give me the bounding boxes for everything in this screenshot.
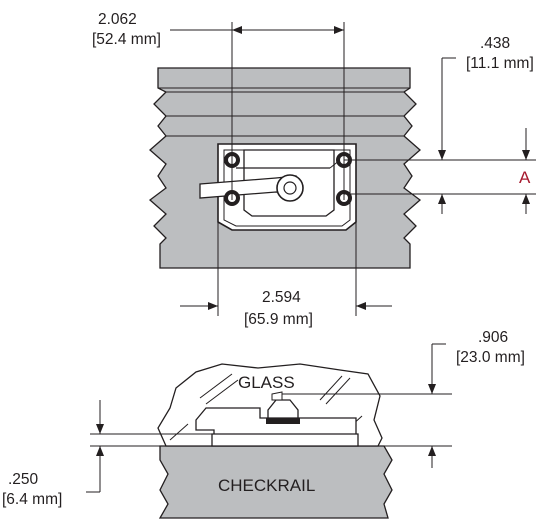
lever-pivot-inner [283,181,297,195]
dim-letter-a: A [519,168,531,187]
arrowhead [438,194,446,204]
lock-housing-inner [223,149,351,227]
dim-base-mm: [65.9 mm] [244,311,313,328]
glass-reflection [325,377,351,405]
lock-knob-nut [266,418,300,424]
dim-width-mm: [52.4 mm] [92,31,161,48]
glass-reflection [205,379,239,405]
dim-height-mm: [23.0 mm] [456,349,525,366]
dim-offset-inches: .438 [480,35,510,52]
glass-reflection [319,375,343,401]
lock-knob-cap [271,391,283,401]
arrowhead [334,26,344,34]
checkrail-label: CHECKRAIL [218,476,315,495]
arrowhead [522,150,530,160]
glass-reflection [169,423,189,441]
dim-step-mm: [6.4 mm] [2,491,62,508]
dim-step-inches: .250 [8,471,39,488]
arrowhead [208,302,218,310]
arrowhead [428,384,436,394]
arrowhead [428,446,436,456]
arrowhead [438,150,446,160]
arrowhead [96,424,104,434]
glass-reflection [199,373,233,399]
arrowhead [356,302,366,310]
side-view: CHECKRAIL GLASS .906 [23.0 mm] [2,329,525,519]
lock-side-base [211,433,359,447]
arrowhead [96,446,104,456]
dim-width-inches: 2.062 [98,11,137,28]
checkrail [158,445,393,519]
dim-offset-mm: [11.1 mm] [466,55,534,72]
arrowhead [232,26,242,34]
dim-height-inches: .906 [478,329,508,346]
dim-base-inches: 2.594 [262,289,301,306]
top-view: 2.062 [52.4 mm] .438 [11.1 mm] A 2.594 [… [92,11,536,328]
arrowhead [522,194,530,204]
glass-label: GLASS [238,373,295,392]
